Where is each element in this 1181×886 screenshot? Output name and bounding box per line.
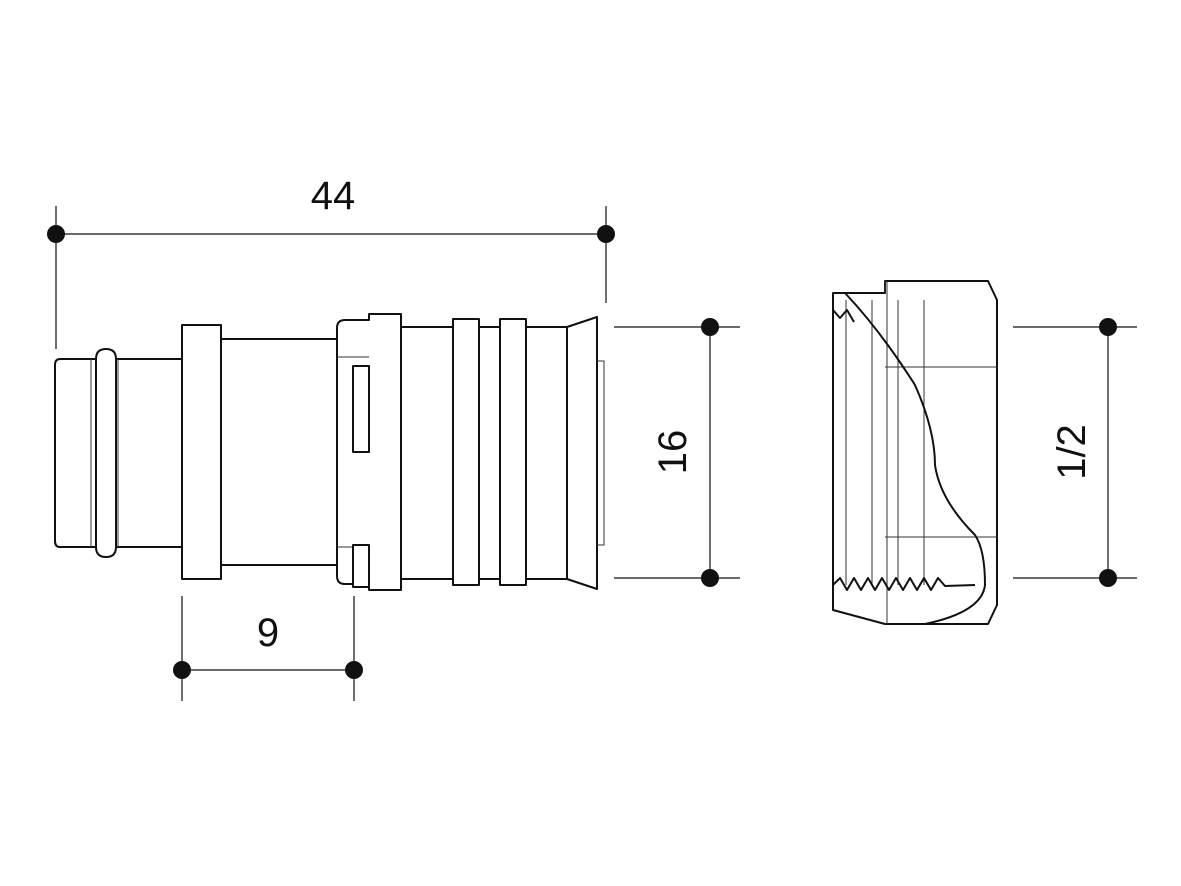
fitting-pipe-stub — [54, 348, 183, 558]
fitting-flange — [181, 324, 222, 580]
sleeve-ring — [499, 318, 527, 586]
dimension-label-44: 44 — [311, 174, 356, 218]
sleeve-ring — [452, 318, 480, 586]
press-fitting — [54, 313, 605, 591]
dimension-label-16: 16 — [651, 430, 695, 475]
dimension-overall-length: 44 — [47, 174, 615, 349]
dimension-thread-size: 1/2 — [1013, 318, 1137, 587]
fitting-sleeve — [336, 313, 402, 591]
dimension-insertion-depth: 9 — [173, 596, 363, 701]
pipe-insert — [597, 360, 605, 546]
fitting-body — [220, 338, 338, 566]
dimension-label-1-2: 1/2 — [1050, 424, 1094, 480]
union-nut — [832, 280, 998, 625]
dimension-pipe-diameter: 16 — [614, 318, 740, 587]
sleeve-body — [400, 326, 568, 580]
sleeve-flare — [566, 316, 598, 590]
dimension-label-9: 9 — [257, 611, 279, 655]
